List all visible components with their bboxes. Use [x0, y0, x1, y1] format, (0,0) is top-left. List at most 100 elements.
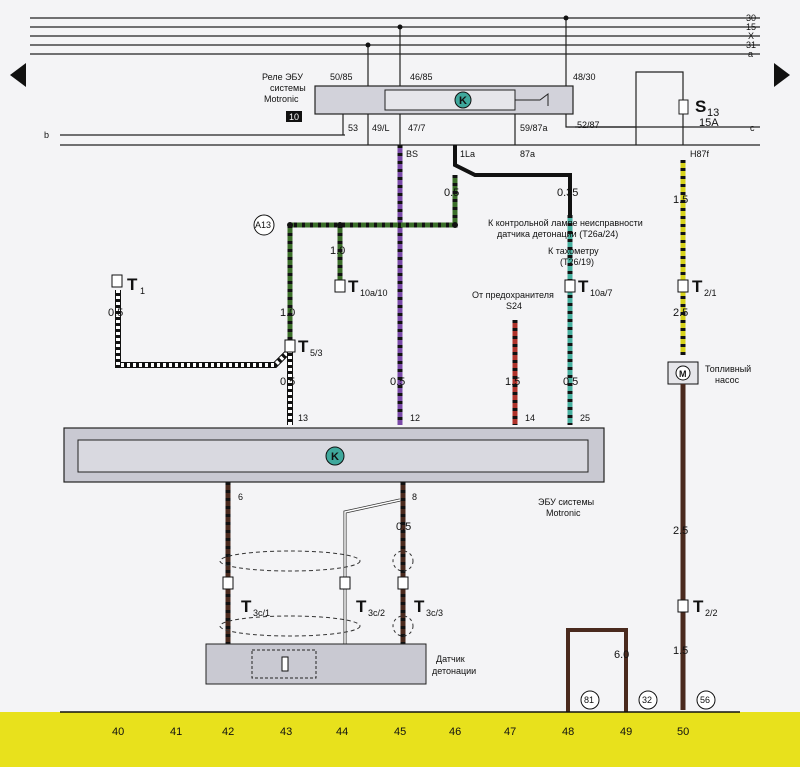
connector-t3c1: T 3c/1 [222, 576, 270, 618]
connector-icon [334, 279, 346, 293]
connector-t53: T 5/3 [284, 337, 323, 358]
ecu-pin-13: 13 [298, 413, 308, 423]
gauge-15-c: 1.5 [673, 645, 688, 657]
relay-title-3: Motronic [264, 94, 299, 104]
svg-text:T: T [348, 277, 359, 296]
label-h87f: H87f [690, 149, 710, 159]
note-lamp-1: К контрольной лампе неисправности [488, 218, 643, 228]
svg-text:T: T [127, 275, 138, 294]
gauge-15-b: 1.5 [505, 376, 520, 388]
col-50: 50 [677, 726, 689, 738]
relay-title-2: системы [270, 83, 306, 93]
connector-icon [284, 339, 296, 353]
connector-icon [397, 576, 409, 590]
ecu-title-1: ЭБУ системы [538, 497, 594, 507]
relay-pin-53: 53 [348, 123, 358, 133]
ecu-pin-8: 8 [412, 492, 417, 502]
gauge-60: 6.0 [614, 649, 629, 661]
ecu-title-2: Motronic [546, 508, 581, 518]
svg-text:T: T [241, 597, 252, 616]
gauge-035: 0.35 [557, 187, 578, 199]
note-lamp-2: датчика детонации (T26a/24) [497, 229, 618, 239]
fuse-name: S [695, 97, 706, 116]
svg-text:2/2: 2/2 [705, 608, 718, 618]
gauge-05-c: 0.5 [390, 376, 405, 388]
col-47: 47 [504, 726, 516, 738]
ecu-pin-25: 25 [580, 413, 590, 423]
svg-text:T: T [298, 337, 309, 356]
svg-text:10a/10: 10a/10 [360, 288, 388, 298]
relay-title-1: Реле ЭБУ [262, 72, 303, 82]
connector-icon [222, 576, 234, 590]
rail-a-label: a [748, 49, 753, 59]
wire-shield-inner [344, 499, 401, 660]
col-49: 49 [620, 726, 632, 738]
svg-text:T: T [356, 597, 367, 616]
relay-pin-47-7: 47/7 [408, 123, 426, 133]
note-fuse-2: S24 [506, 301, 522, 311]
gauge-05-t1: 0.5 [108, 307, 123, 319]
gauge-10: 1.0 [330, 245, 345, 257]
svg-text:T: T [578, 277, 589, 296]
connector-t10a10: T 10a/10 [334, 277, 388, 298]
note-pump-2: насос [715, 375, 740, 385]
svg-text:T: T [692, 277, 703, 296]
col-44: 44 [336, 726, 348, 738]
col-40: 40 [112, 726, 124, 738]
rail-31-label: 31 [746, 40, 756, 50]
wire-t1-stripe [116, 290, 292, 367]
fuse-rating: 15A [699, 117, 719, 129]
connector-t1: T 1 [111, 274, 145, 296]
rail-15-label: 15 [746, 22, 756, 32]
connector-t3c3: T 3c/3 [397, 576, 443, 618]
relay-pin-50-85: 50/85 [330, 72, 353, 82]
col-45: 45 [394, 726, 406, 738]
rail-b-label: b [44, 130, 49, 140]
note-tacho-1: К тахометру [548, 246, 599, 256]
relay-pin-48-30: 48/30 [573, 72, 596, 82]
rail-30-label: 30 [746, 13, 756, 23]
connector-t21: T 2/1 [677, 277, 717, 298]
knock-sensor [205, 643, 427, 685]
connector-t3c2: T 3c/2 [339, 576, 385, 618]
label-87a: 87a [520, 149, 535, 159]
wire-green-main-stripe [290, 175, 458, 228]
connector-icon [339, 576, 351, 590]
ecu-block [63, 427, 605, 483]
gauge-15-a: 1.5 [673, 194, 688, 206]
relay-pin-49l: 49/L [372, 123, 390, 133]
ecu-relay: K 10 [286, 85, 574, 122]
note-pump-1: Топливный [705, 364, 751, 374]
motor-label: M [679, 369, 687, 379]
relay-k-label: K [459, 95, 467, 107]
ecu-pin-12: 12 [410, 413, 420, 423]
sensor-title-2: детонации [432, 666, 476, 676]
connector-icon [111, 274, 123, 288]
next-page-arrow-icon[interactable] [774, 63, 790, 87]
svg-text:3c/3: 3c/3 [426, 608, 443, 618]
connector-t10a7: T 10a/7 [564, 277, 613, 298]
gauge-10-b: 1.0 [280, 307, 295, 319]
rail-x-label: X [748, 31, 754, 41]
sensor-title-1: Датчик [436, 654, 465, 664]
wire-t1 [115, 290, 293, 368]
connector-icon [677, 279, 689, 293]
relay-feed-wires [342, 18, 684, 145]
connector-icon [677, 599, 689, 613]
wire-brown-loop [566, 628, 628, 712]
a13-label: A13 [255, 220, 271, 230]
ref-56-marker [696, 690, 716, 710]
relay-number-badge [286, 111, 302, 122]
shield-ring-top [219, 550, 361, 572]
a13-marker [253, 214, 275, 236]
gauge-05-d: 0.5 [563, 376, 578, 388]
shield-ring-bottom [219, 615, 361, 637]
prev-page-arrow-icon[interactable] [10, 63, 26, 87]
wire-la-branch [453, 145, 572, 215]
note-fuse-1: От предохранителя [472, 290, 554, 300]
column-numbers: 40 41 42 43 44 45 46 47 48 49 50 [112, 726, 689, 738]
note-tacho-2: (T26/19) [560, 257, 594, 267]
svg-text:T: T [693, 597, 704, 616]
